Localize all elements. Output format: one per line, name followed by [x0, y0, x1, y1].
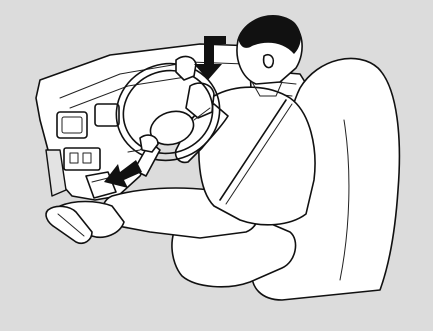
illustration-canvas: [0, 0, 433, 331]
driver-seating-illustration: [0, 0, 433, 331]
